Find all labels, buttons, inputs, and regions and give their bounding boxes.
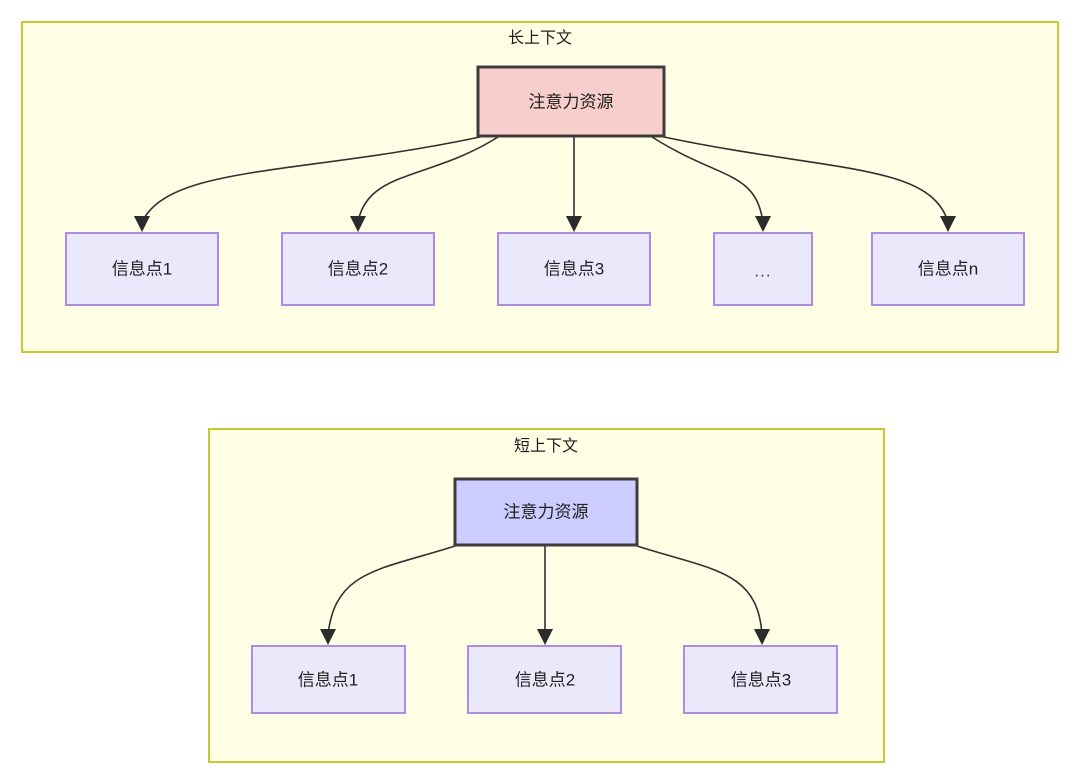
node-info-2-rect[interactable] xyxy=(281,232,435,306)
panel-short-context-title: 短上下文 xyxy=(514,437,578,455)
node-attention-resource-short-label: 注意力资源 xyxy=(504,502,589,521)
node-info-2-label: 信息点2 xyxy=(328,259,388,278)
node-info-1-rect[interactable] xyxy=(65,232,219,306)
node-s-info-1[interactable]: 信息点1 xyxy=(251,645,406,714)
arrowheads-long-context xyxy=(134,216,956,232)
node-info-3[interactable]: 信息点3 xyxy=(497,232,651,306)
arrowhead-info-n xyxy=(940,216,956,232)
node-info-1-label: 信息点1 xyxy=(112,259,172,278)
node-info-ellipsis[interactable]: ... xyxy=(713,232,813,306)
arrowhead-s-info-1 xyxy=(320,629,336,645)
arrowhead-s-info-2 xyxy=(537,629,553,645)
arrowhead-info-ellipsis xyxy=(755,216,771,232)
node-info-n[interactable]: 信息点n xyxy=(871,232,1025,306)
arrowhead-s-info-3 xyxy=(754,629,770,645)
node-s-info-3-rect[interactable] xyxy=(683,645,838,714)
edge-attention-to-info-1 xyxy=(141,136,481,223)
arrowhead-info-2 xyxy=(350,216,366,232)
node-info-3-label: 信息点3 xyxy=(544,259,604,278)
edges-short-context xyxy=(327,545,763,636)
panel-short-context: 短上下文 注意力资源 信息点1 xyxy=(208,428,885,763)
node-s-info-2-rect[interactable] xyxy=(467,645,622,714)
node-s-info-3-label: 信息点3 xyxy=(731,670,791,689)
panel-long-context-title: 长上下文 xyxy=(508,29,572,47)
node-s-info-2-label: 信息点2 xyxy=(515,670,575,689)
edge-attention-to-info-n xyxy=(663,136,949,223)
panel-long-context: 长上下文 注意力资源 xyxy=(21,21,1059,353)
edge-attention-to-s-info-1 xyxy=(327,545,456,636)
node-s-info-2[interactable]: 信息点2 xyxy=(467,645,622,714)
arrowheads-short-context xyxy=(320,629,770,645)
node-attention-resource-long-label: 注意力资源 xyxy=(529,92,614,111)
node-s-info-1-label: 信息点1 xyxy=(298,670,358,689)
edge-attention-to-info-ellipsis xyxy=(651,136,764,223)
node-info-3-rect[interactable] xyxy=(497,232,651,306)
arrowhead-info-1 xyxy=(134,216,150,232)
node-info-n-label: 信息点n xyxy=(918,259,978,278)
node-info-ellipsis-label: ... xyxy=(754,261,771,280)
arrowhead-info-3 xyxy=(566,216,582,232)
edge-attention-to-info-2 xyxy=(357,136,499,223)
node-attention-resource-short-rect[interactable] xyxy=(453,477,639,547)
node-s-info-1-rect[interactable] xyxy=(251,645,406,714)
node-attention-resource-short[interactable]: 注意力资源 xyxy=(453,477,639,547)
node-attention-resource-long[interactable]: 注意力资源 xyxy=(476,65,666,138)
node-info-n-rect[interactable] xyxy=(871,232,1025,306)
node-info-2[interactable]: 信息点2 xyxy=(281,232,435,306)
node-info-ellipsis-rect[interactable] xyxy=(713,232,813,306)
node-info-1[interactable]: 信息点1 xyxy=(65,232,219,306)
node-s-info-3[interactable]: 信息点3 xyxy=(683,645,838,714)
edge-attention-to-s-info-3 xyxy=(636,545,763,636)
node-attention-resource-long-rect[interactable] xyxy=(476,65,666,138)
edges-long-context xyxy=(141,136,949,223)
